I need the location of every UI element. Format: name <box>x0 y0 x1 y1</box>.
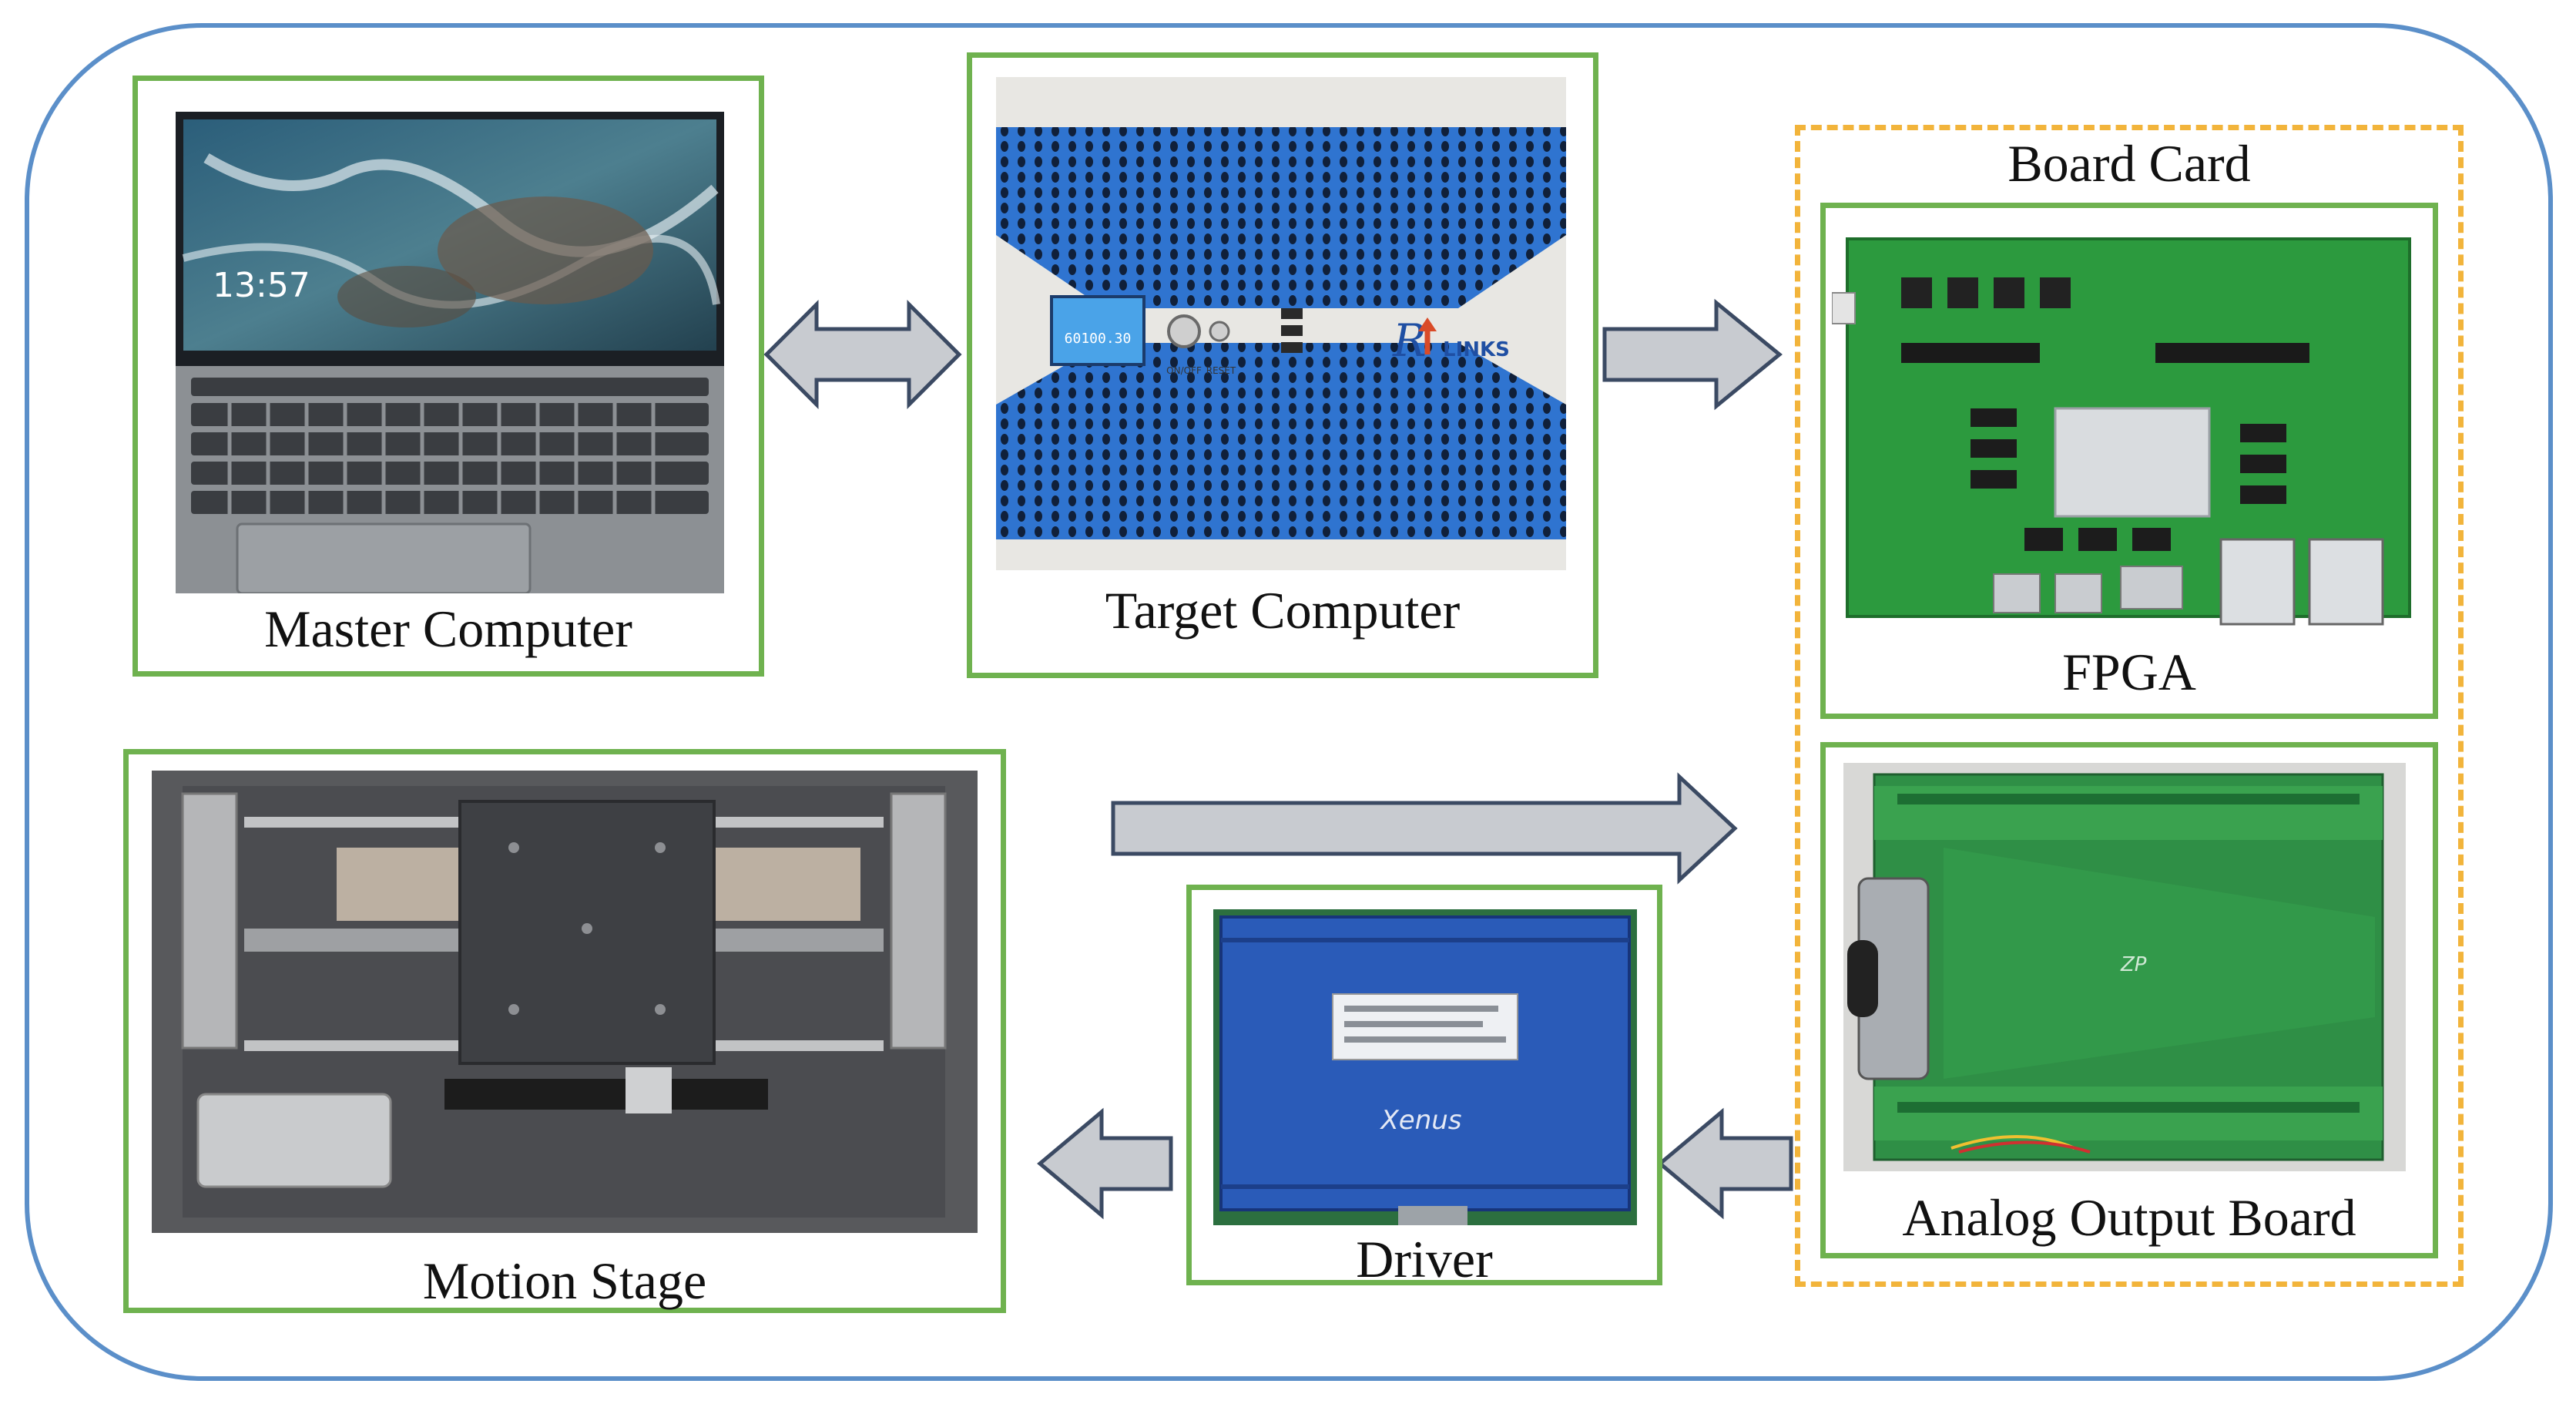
fpga-label: FPGA <box>2062 643 2196 701</box>
master-computer-photo: 13:57 <box>176 112 724 593</box>
xenus-brand-text: Xenus <box>1379 1105 1461 1136</box>
bidirectional-arrow <box>763 299 962 410</box>
analog-output-photo: ZP <box>1843 763 2406 1171</box>
motion-stage-photo <box>152 771 978 1233</box>
arrow-to-driver <box>1657 1107 1793 1220</box>
system-outline <box>25 23 2553 1381</box>
driver-photo: Xenus <box>1213 909 1637 1225</box>
motion-stage-label: Motion Stage <box>422 1251 707 1310</box>
arrow-feedback-to-board-card <box>1111 772 1738 885</box>
onoff-label: ON/OFF <box>1166 365 1202 376</box>
arrow-to-board-card <box>1602 298 1783 411</box>
svg-text:R: R <box>1392 314 1427 367</box>
links-logo-text: LINKS <box>1443 338 1510 361</box>
board-card-label: Board Card <box>2007 134 2251 193</box>
analog-output-label: Analog Output Board <box>1902 1188 2356 1247</box>
reset-label: RESET <box>1206 365 1236 376</box>
fpga-photo <box>1832 231 2427 632</box>
target-display-value: 60100.30 <box>1065 331 1132 347</box>
driver-label: Driver <box>1356 1230 1493 1288</box>
target-computer-photo: 60100.30 ON/OFF RESET R LINKS <box>996 77 1566 570</box>
zp-logo-text: ZP <box>2120 953 2147 976</box>
target-computer-label: Target Computer <box>1105 581 1461 640</box>
board-card-group <box>1795 125 2464 1287</box>
laptop-clock: 13:57 <box>213 266 310 305</box>
master-computer-label: Master Computer <box>264 600 632 658</box>
arrow-to-motion-stage <box>1037 1107 1173 1220</box>
